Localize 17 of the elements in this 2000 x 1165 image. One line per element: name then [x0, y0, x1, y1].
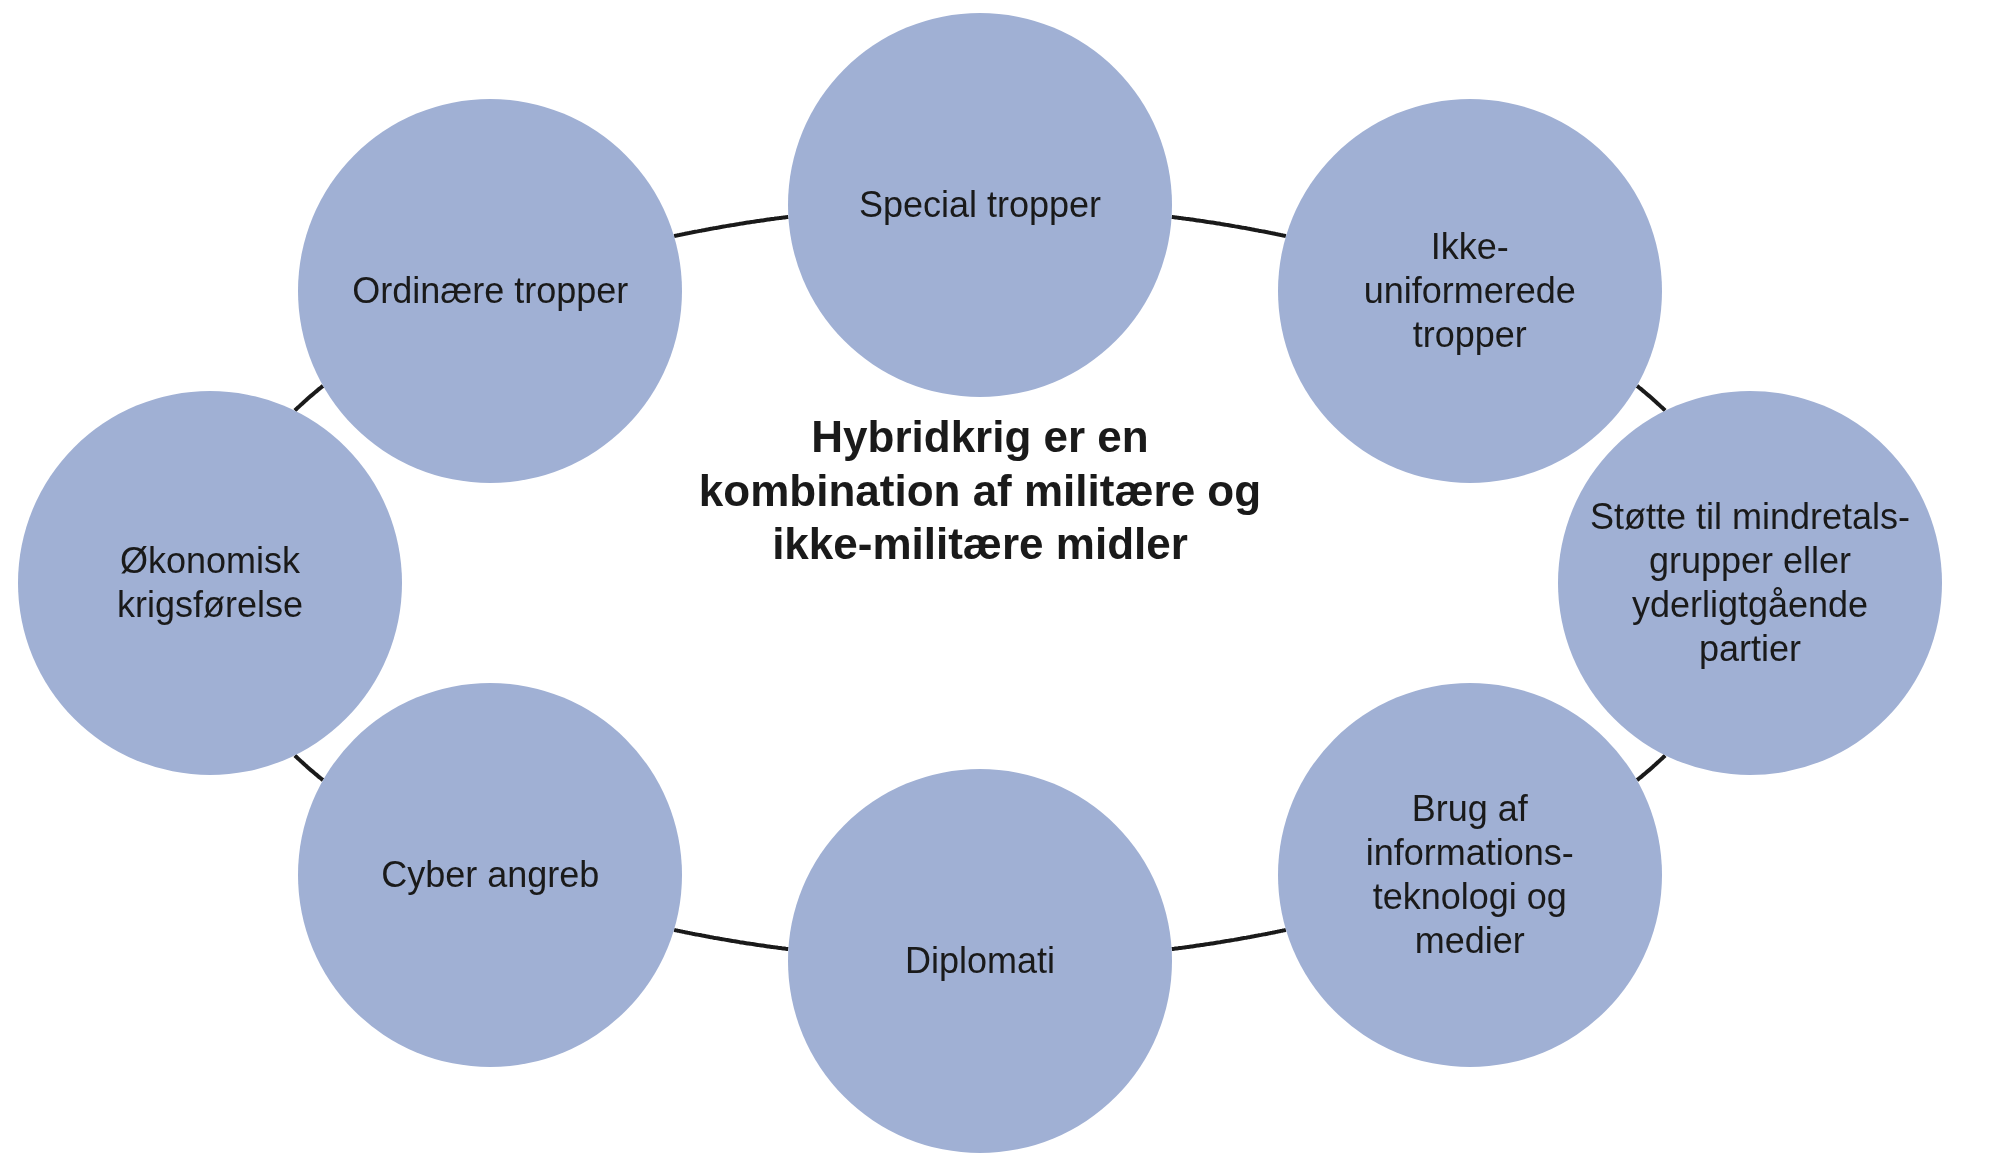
ring-line — [1171, 214, 1287, 239]
ring-line — [673, 927, 789, 952]
topic-text: Special tropper — [857, 183, 1103, 227]
topic-text: Økonomisk krigsførelse — [116, 539, 304, 627]
ring-line — [673, 214, 789, 239]
ring-line — [1635, 384, 1667, 412]
ring-line — [1171, 927, 1287, 952]
topic-text: Ikke-uniformerede tropper — [1362, 225, 1577, 358]
topic-text: Diplomati — [903, 939, 1056, 983]
topic-text: Ordinære tropper — [351, 269, 630, 314]
ring-line — [293, 384, 325, 412]
ring-line — [293, 754, 325, 782]
ring-line — [1635, 754, 1667, 782]
topic-text: Brug af informations-teknologi og medier — [1364, 786, 1575, 963]
topic-text: Støtte til mindretals-grupper eller yderligtgående partier — [1588, 495, 1912, 671]
center-statement: Hybridkrig er en kombination af militære og ikke-militære midler — [697, 411, 1263, 571]
topic-text: Cyber angreb — [380, 852, 601, 897]
